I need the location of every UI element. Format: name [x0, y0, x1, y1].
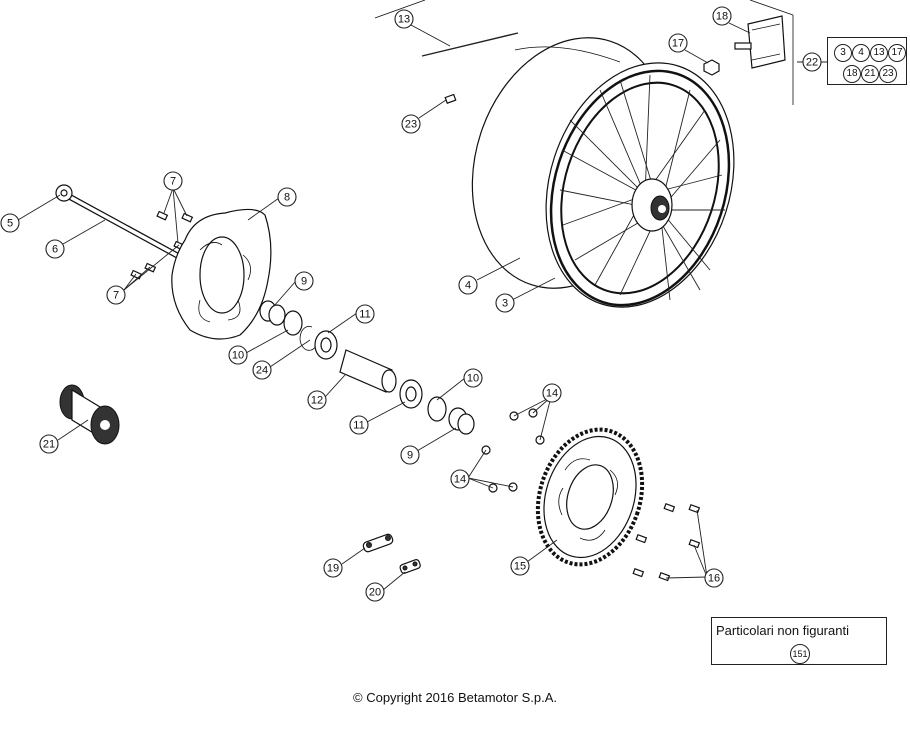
- rim-part: [549, 69, 731, 307]
- callout-11: 11: [355, 304, 375, 324]
- chain-clip-part: [399, 559, 421, 574]
- callout-label: 21: [43, 439, 55, 451]
- callout-18: 18: [712, 6, 732, 26]
- callout-5: 5: [0, 213, 20, 233]
- brake-disc-part: [171, 208, 272, 340]
- chain-link-part: [362, 533, 394, 553]
- kit-item-21: 21: [861, 65, 879, 83]
- callout-label: 7: [170, 176, 176, 188]
- callout-14: 14: [542, 383, 562, 403]
- callout-label: 22: [806, 57, 818, 69]
- kit-item-13: 13: [870, 44, 888, 62]
- kit-item-23: 23: [879, 65, 897, 83]
- callout-17: 17: [668, 33, 688, 53]
- callout-label: 14: [454, 474, 466, 486]
- spoke-part: [421, 32, 519, 57]
- callout-label: 15: [514, 561, 526, 573]
- callout-19: 19: [323, 558, 343, 578]
- callout-6: 6: [45, 239, 65, 259]
- rim-lock-part: [734, 15, 786, 69]
- spacer-right-part: [448, 407, 475, 435]
- callout-label: 19: [327, 563, 339, 575]
- seal-right-part: [427, 396, 447, 422]
- callout-label: 10: [232, 350, 244, 362]
- hub-part: [59, 384, 120, 445]
- callout-13: 13: [394, 9, 414, 29]
- callout-label: 4: [465, 280, 471, 292]
- callout-10: 10: [463, 368, 483, 388]
- seal-left-part: [283, 310, 303, 336]
- callout-8: 8: [277, 187, 297, 207]
- callout-23: 23: [401, 114, 421, 134]
- bearing-left-part: [314, 330, 338, 360]
- frame-line: [374, 0, 426, 19]
- kit-item-4: 4: [852, 44, 870, 62]
- copyright-text: © Copyright 2016 Betamotor S.p.A.: [353, 690, 557, 705]
- callout-label: 23: [405, 119, 417, 131]
- callout-label: 24: [256, 365, 268, 377]
- not-shown-parts-title: Particolari non figuranti: [716, 623, 849, 638]
- callout-16: 16: [704, 568, 724, 588]
- callout-label: 9: [407, 450, 413, 462]
- callout-label: 17: [672, 38, 684, 50]
- callout-label: 11: [359, 309, 370, 321]
- spacer-tube-part: [339, 349, 397, 393]
- callout-label: 12: [311, 395, 323, 407]
- callout-label: 20: [369, 587, 381, 599]
- callout-label: 8: [284, 192, 290, 204]
- not-shown-parts-number: 151: [790, 644, 810, 664]
- callout-9: 9: [294, 271, 314, 291]
- callout-label: 11: [353, 420, 364, 432]
- callout-4: 4: [458, 275, 478, 295]
- not-shown-parts-box: Particolari non figuranti 151: [711, 617, 887, 665]
- callout-7: 7: [106, 285, 126, 305]
- sprocket-part: [535, 427, 645, 567]
- frame-line: [749, 0, 794, 16]
- callout-label: 7: [113, 290, 119, 302]
- callout-label: 13: [398, 14, 410, 26]
- sprocket-nuts-part: [481, 408, 545, 493]
- callout-label: 18: [716, 11, 728, 23]
- sprocket-bolts-part: [632, 502, 701, 582]
- callout-10: 10: [228, 345, 248, 365]
- callout-label: 5: [7, 218, 13, 230]
- kit-item-3: 3: [834, 44, 852, 62]
- callout-9: 9: [400, 445, 420, 465]
- spacer-left-part: [259, 300, 286, 326]
- kit-item-17: 17: [888, 44, 906, 62]
- nipple-part: [444, 93, 457, 104]
- callout-label: 6: [52, 244, 58, 256]
- axle-part: [55, 184, 182, 260]
- callout-11: 11: [349, 415, 369, 435]
- callout-21: 21: [39, 434, 59, 454]
- callout-label: 10: [467, 373, 479, 385]
- callout-24: 24: [252, 360, 272, 380]
- callout-label: 14: [546, 388, 558, 400]
- callout-15: 15: [510, 556, 530, 576]
- callout-3: 3: [495, 293, 515, 313]
- callout-14: 14: [450, 469, 470, 489]
- callout-label: 16: [708, 573, 720, 585]
- callout-label: 9: [301, 276, 307, 288]
- kit-item-18: 18: [843, 65, 861, 83]
- callout-7: 7: [163, 171, 183, 191]
- callout-label: 3: [502, 298, 508, 310]
- callout-20: 20: [365, 582, 385, 602]
- callout-22: 22: [802, 52, 822, 72]
- callout-12: 12: [307, 390, 327, 410]
- nut-part: [703, 59, 720, 76]
- bearing-right-part: [399, 379, 423, 409]
